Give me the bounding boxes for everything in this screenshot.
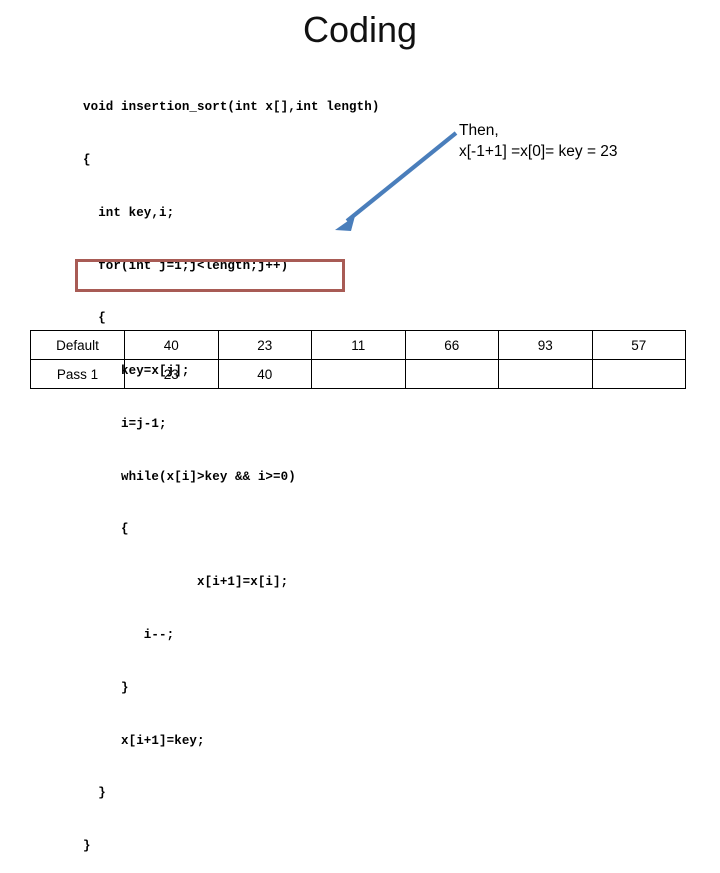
array-state-table: Default 40 23 11 66 93 57 Pass 1 23 40 bbox=[30, 330, 686, 389]
table-cell: 93 bbox=[498, 330, 593, 360]
table-cell bbox=[404, 359, 499, 389]
table-cell bbox=[591, 359, 686, 389]
annotation-arrow-icon bbox=[335, 131, 458, 231]
code-line: i=j-1; bbox=[83, 416, 167, 431]
code-line: i--; bbox=[83, 628, 175, 642]
table-cell: 57 bbox=[591, 330, 686, 360]
row-label: Pass 1 bbox=[30, 359, 125, 389]
row-label: Default bbox=[30, 330, 125, 360]
table-cell: 11 bbox=[311, 330, 406, 360]
table-cell bbox=[311, 359, 406, 389]
code-highlight-rectangle bbox=[75, 259, 345, 292]
table-cell: 23 bbox=[124, 359, 219, 389]
code-line: for(int j=1;j<length;j++) bbox=[83, 258, 289, 273]
code-line: int key,i; bbox=[83, 205, 175, 220]
code-line: { bbox=[83, 152, 91, 167]
annotation-line-1: Then, bbox=[459, 122, 499, 139]
code-line: void insertion_sort(int x[],int length) bbox=[83, 100, 380, 115]
code-line: } bbox=[83, 839, 91, 854]
code-line: x[i+1]=key; bbox=[83, 733, 205, 748]
table-cell: 40 bbox=[124, 330, 219, 360]
code-line: while(x[i]>key && i>=0) bbox=[83, 469, 296, 484]
table-cell: 23 bbox=[217, 330, 312, 360]
annotation-text: Then, x[-1+1] =x[0]= key = 23 bbox=[459, 120, 618, 162]
table-cell: 40 bbox=[217, 359, 312, 389]
code-line: { bbox=[83, 311, 106, 326]
code-line: { bbox=[83, 522, 129, 537]
annotation-line-2: x[-1+1] =x[0]= key = 23 bbox=[459, 143, 618, 160]
code-line: } bbox=[83, 786, 106, 801]
code-line: } bbox=[83, 680, 129, 695]
table-row: Default 40 23 11 66 93 57 bbox=[30, 330, 686, 360]
code-line: x[i+1]=x[i]; bbox=[83, 575, 289, 590]
page-title: Coding bbox=[302, 9, 418, 50]
table-row: Pass 1 23 40 bbox=[30, 359, 686, 389]
table-cell bbox=[498, 359, 593, 389]
table-cell: 66 bbox=[404, 330, 499, 360]
